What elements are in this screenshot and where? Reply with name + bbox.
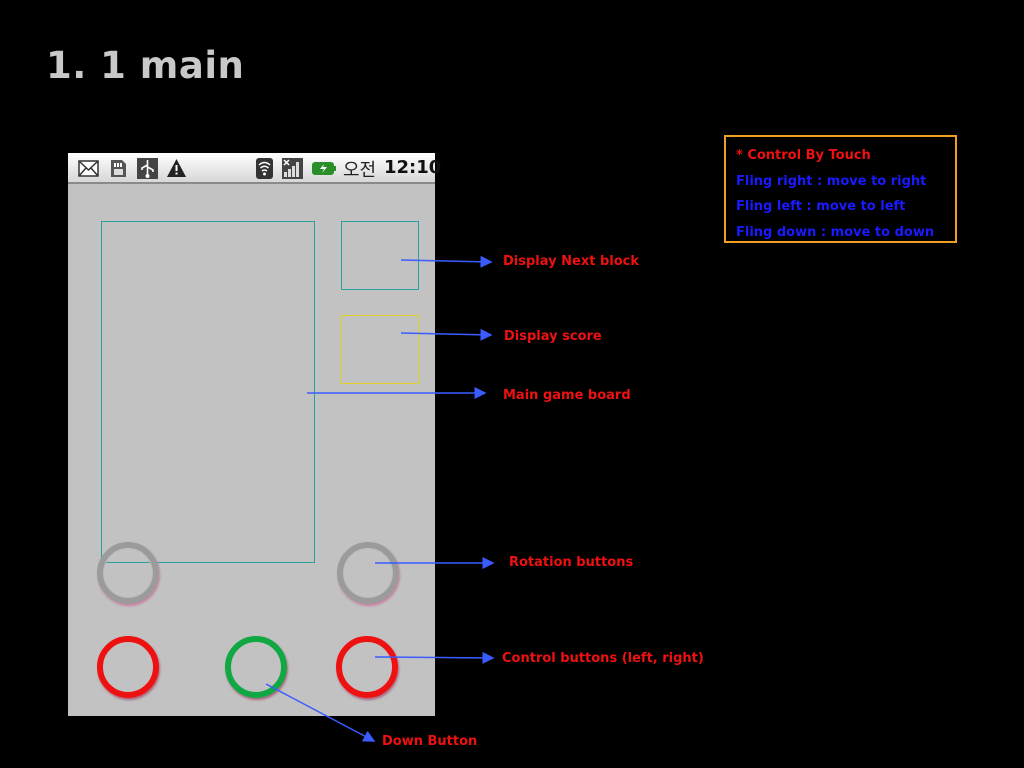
move-right-button[interactable] [336, 636, 398, 698]
rotate-left-button[interactable] [97, 542, 159, 604]
touch-control-fling-down: Fling down : move to down [736, 224, 935, 240]
status-clock: 12:10 [384, 157, 442, 178]
next-block-display [341, 221, 419, 290]
wifi-icon [254, 158, 275, 179]
label-score: Display score [504, 329, 602, 344]
label-rotation-buttons: Rotation buttons [509, 555, 634, 570]
phone-screen: 오전 12:10 [68, 153, 441, 716]
label-main-board: Main game board [503, 388, 631, 403]
signal-icon [282, 158, 303, 179]
label-down-button: Down Button [382, 734, 478, 749]
move-down-button[interactable] [225, 636, 287, 698]
warning-icon [166, 158, 187, 179]
label-control-buttons: Control buttons (left, right) [502, 651, 704, 666]
main-game-board[interactable] [101, 221, 315, 563]
touch-control-fling-right: Fling right : move to right [736, 173, 927, 189]
label-next-block: Display Next block [503, 254, 639, 269]
status-bar: 오전 12:10 [68, 153, 441, 184]
score-display [341, 315, 419, 384]
status-ampm: 오전 [343, 160, 377, 181]
touch-controls-panel: * Control By Touch Fling right : move to… [724, 135, 957, 243]
usb-icon [137, 158, 158, 179]
slide-title: 1. 1 main [46, 44, 245, 87]
touch-controls-title: * Control By Touch [736, 148, 871, 163]
battery-charging-icon [311, 158, 337, 179]
move-left-button[interactable] [97, 636, 159, 698]
rotate-right-button[interactable] [337, 542, 399, 604]
gmail-icon [78, 158, 99, 179]
touch-control-fling-left: Fling left : move to left [736, 199, 906, 214]
sd-card-icon [108, 158, 129, 179]
